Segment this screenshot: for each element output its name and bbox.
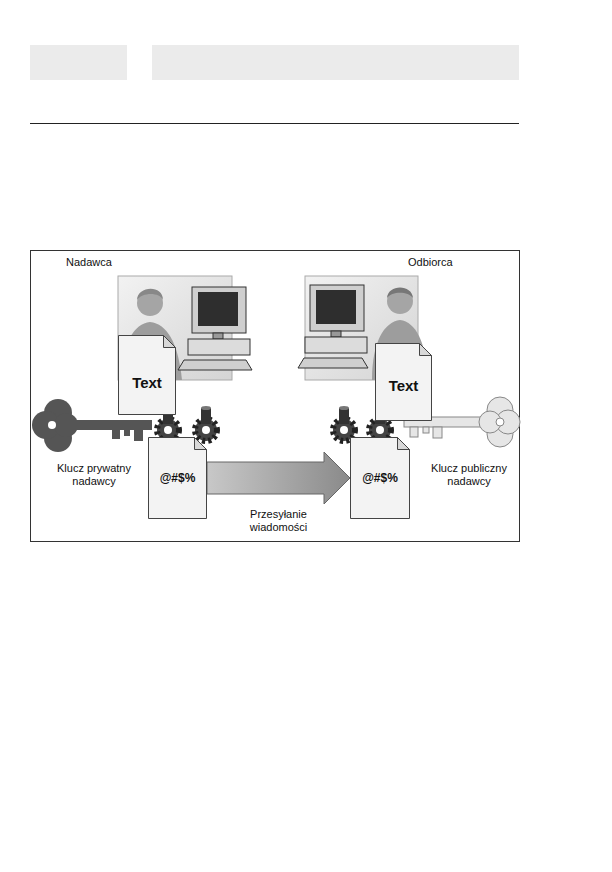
figure-label: Odbiorca (408, 256, 478, 269)
rule-line (30, 123, 519, 124)
header-block (152, 45, 519, 80)
document-box: Text (118, 335, 176, 415)
figure-frame (31, 251, 520, 542)
transfer-arrow (207, 452, 350, 504)
document-text: Text (389, 377, 419, 394)
document-box: Text (375, 343, 432, 421)
document-box: @#$% (148, 437, 207, 519)
document-text: Text (132, 374, 162, 391)
figure-label: Klucz prywatny nadawcy (44, 462, 144, 488)
arrow-label: Przesyłanie wiadomości (239, 508, 319, 534)
header-block (30, 45, 127, 80)
document-text: @#$% (362, 471, 398, 485)
figure-label: Nadawca (66, 256, 136, 269)
document-text: @#$% (160, 471, 196, 485)
document-box: @#$% (350, 437, 410, 519)
figure-label: Klucz publiczny nadawcy (422, 462, 516, 488)
